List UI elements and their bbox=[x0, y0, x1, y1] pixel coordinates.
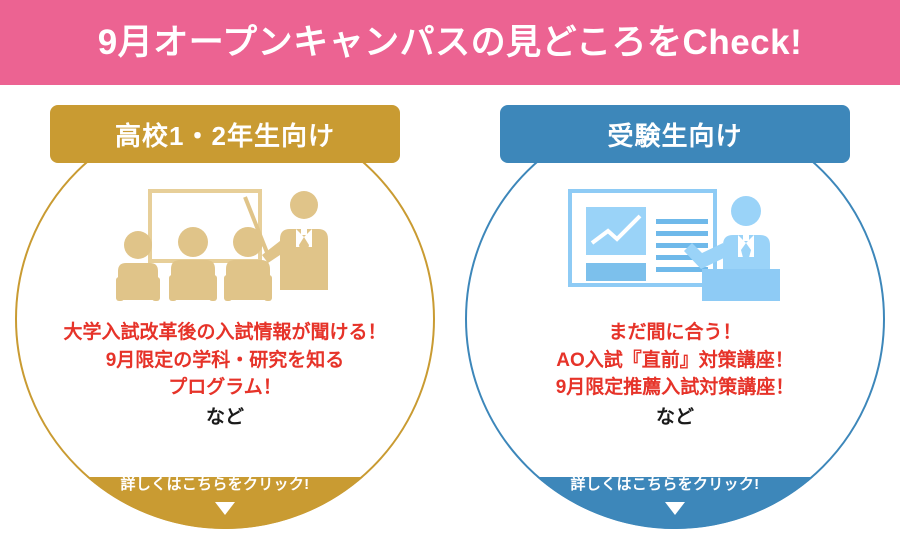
card-circle-outline bbox=[465, 109, 885, 529]
highlight-line: AO入試『直前』対策講座！ bbox=[556, 349, 794, 371]
card-circle-outline bbox=[15, 109, 435, 529]
presentation-podium-icon bbox=[568, 189, 780, 301]
page-title: 9月オープンキャンパスの見どころをCheck! bbox=[97, 23, 803, 62]
card-highlights: 大学入試改革後の入試情報が聞ける！ 9月限定の学科・研究を知る プログラム！ な… bbox=[15, 319, 435, 432]
cards-container: 高校1・2年生向け bbox=[0, 85, 900, 546]
card-label-text: 高校1・2年生向け bbox=[115, 120, 335, 151]
card-highlights: まだ間に合う！ AO入試『直前』対策講座！ 9月限定推薦入試対策講座！ など bbox=[465, 319, 885, 432]
classroom-lecture-icon bbox=[116, 189, 328, 301]
highlight-note: など bbox=[655, 406, 694, 428]
chevron-down-icon bbox=[215, 502, 235, 515]
header-banner: 9月オープンキャンパスの見どころをCheck! bbox=[0, 0, 900, 85]
highlight-line: 9月限定推薦入試対策講座！ bbox=[555, 377, 795, 399]
card-high-school-1-2[interactable]: 高校1・2年生向け bbox=[5, 85, 445, 546]
highlight-note: など bbox=[205, 406, 244, 428]
highlight-line: まだ間に合う！ bbox=[608, 322, 742, 343]
card-label-box: 受験生向け bbox=[500, 105, 850, 163]
card-label-text: 受験生向け bbox=[607, 120, 743, 151]
highlight-line: 9月限定の学科・研究を知る bbox=[105, 349, 345, 371]
chevron-down-icon bbox=[665, 502, 685, 515]
card-exam-students[interactable]: 受験生向け bbox=[455, 85, 895, 546]
highlight-line: 大学入試改革後の入試情報が聞ける！ bbox=[63, 322, 387, 343]
card-label-box: 高校1・2年生向け bbox=[50, 105, 400, 163]
highlight-line: プログラム！ bbox=[168, 377, 282, 399]
